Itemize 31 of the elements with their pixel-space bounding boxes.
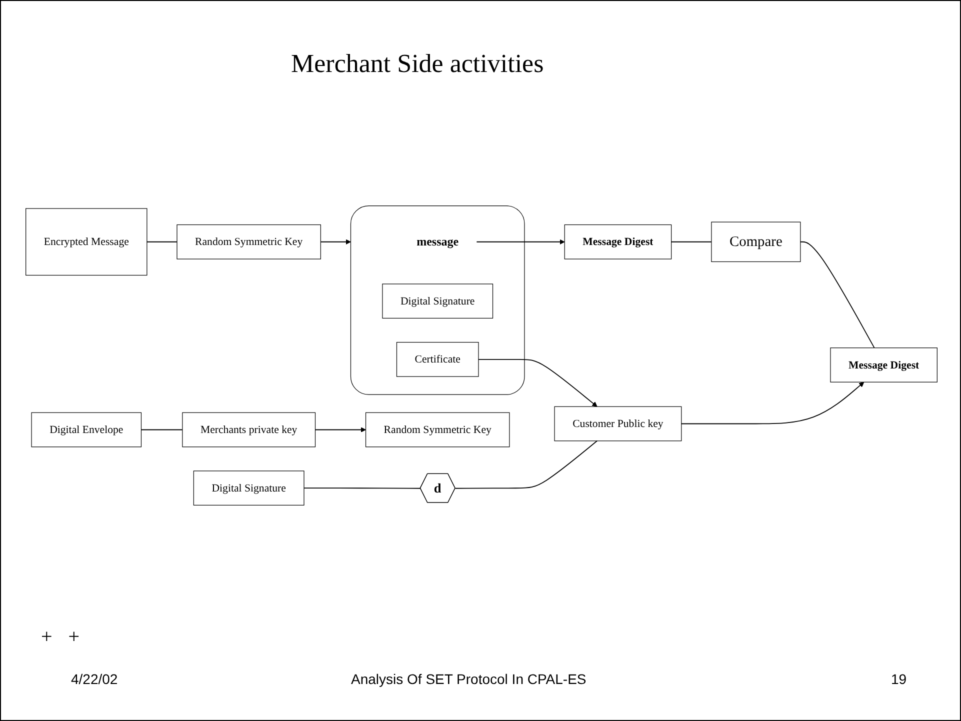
connector — [140, 430, 183, 431]
node-box: Digital Signature — [193, 471, 304, 506]
connector — [454, 440, 598, 490]
node-box: Digital Signature — [382, 284, 494, 320]
date-text: 4/22/02 — [71, 671, 118, 687]
node-box: Merchants private key — [182, 412, 316, 448]
arrow — [314, 428, 366, 433]
connector — [146, 242, 178, 243]
node-box: Encrypted Message — [26, 208, 148, 276]
page-number: 19 — [891, 671, 907, 687]
node-box: Customer Public key — [554, 406, 682, 442]
footer-text: Analysis Of SET Protocol In CPAL-ES — [351, 671, 586, 687]
node-box: Random Symmetric Key — [176, 224, 321, 260]
node-box: Digital Envelope — [31, 412, 142, 448]
slide-title: Merchant Side activities — [291, 49, 544, 79]
connector — [304, 488, 421, 490]
node-box: Message Digest — [830, 348, 938, 383]
node-box: Compare — [711, 222, 801, 262]
arrow — [680, 382, 864, 425]
plus-sign: + — [68, 626, 80, 648]
node-box: Random Symmetric Key — [365, 412, 510, 448]
node-text: message — [416, 236, 459, 249]
cluster — [350, 206, 525, 396]
connector — [800, 242, 875, 349]
node-box: Certificate — [396, 342, 479, 378]
plus-sign: + — [41, 626, 52, 648]
arrow — [320, 240, 351, 245]
arrow — [478, 359, 598, 408]
connector — [670, 242, 712, 243]
node-box: Message Digest — [564, 224, 672, 260]
arrow — [476, 240, 565, 245]
